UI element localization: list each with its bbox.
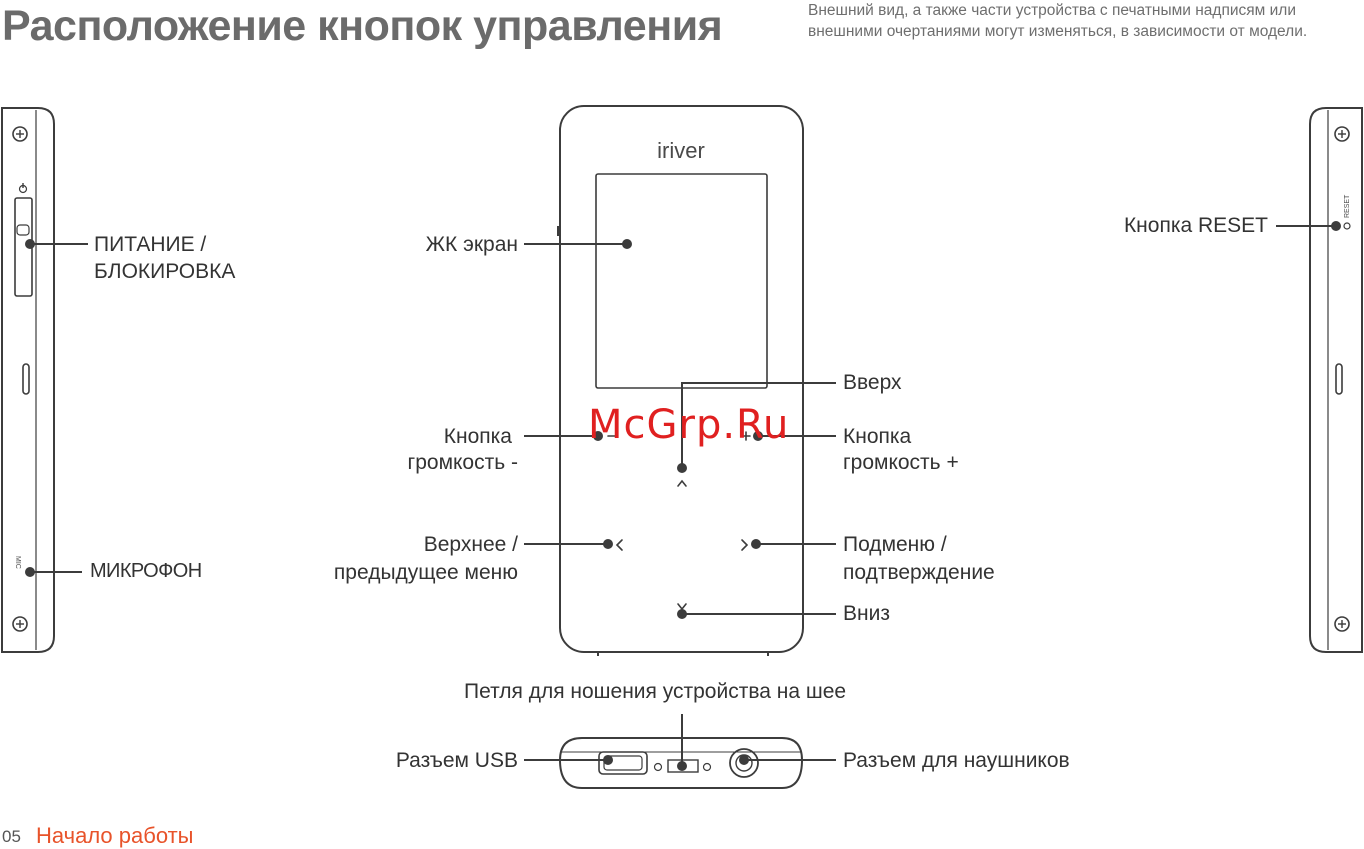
reset-hole — [1343, 222, 1351, 230]
vol-minus-label-2: громкость - — [407, 451, 518, 474]
reset-side-text: RESET — [1344, 194, 1351, 218]
page-title: Расположение кнопок управления — [2, 2, 723, 50]
strap-label: Петля для ношения устройства на шее — [464, 680, 847, 703]
screw-icon — [1334, 126, 1350, 142]
mic-side-text: MIC — [14, 556, 21, 569]
page-number: 05 — [2, 827, 21, 846]
back-label-1: Верхнее / — [423, 533, 518, 556]
submenu-label-1: Подменю / — [843, 533, 947, 556]
lcd-screen — [595, 173, 768, 389]
power-lock-label-1: ПИТАНИЕ / — [94, 233, 207, 256]
reset-label: Кнопка RESET — [1123, 214, 1268, 237]
up-label: Вверх — [843, 371, 902, 394]
up-arrow-icon — [677, 479, 687, 487]
left-side-slot — [22, 363, 30, 395]
watermark: McGrp.Ru — [588, 402, 790, 448]
right-side-body — [1309, 107, 1363, 653]
right-side-slot — [1335, 363, 1343, 395]
model-note: Внешний вид, а также части устройства с … — [808, 2, 1308, 40]
usb-port — [598, 751, 648, 775]
section-title: Начало работы — [36, 823, 194, 848]
left-side-body — [1, 107, 55, 653]
submenu-label-2: подтверждение — [843, 561, 995, 584]
left-arrow-icon — [615, 539, 623, 551]
lcd-label: ЖК экран — [425, 233, 518, 256]
down-label: Вниз — [843, 602, 890, 625]
usb-label: Разъем USB — [395, 749, 518, 772]
brand-logo: iriver — [657, 138, 705, 163]
screw-icon — [12, 616, 28, 632]
back-label-2: предыдущее меню — [333, 561, 518, 584]
down-arrow-icon — [677, 603, 687, 611]
screw-icon — [12, 126, 28, 142]
headphone-jack — [729, 748, 759, 778]
headphones-label: Разъем для наушников — [843, 749, 1070, 772]
power-lock-label-2: БЛОКИРОВКА — [94, 260, 236, 283]
vol-plus-label-1: Кнопка — [843, 425, 912, 448]
microphone-label: МИКРОФОН — [90, 560, 202, 582]
vol-minus-label-1: Кнопка — [443, 425, 512, 448]
vol-plus-label-2: громкость + — [843, 451, 959, 474]
right-arrow-icon — [741, 539, 749, 551]
device-front — [559, 105, 804, 653]
screw-icon — [1334, 616, 1350, 632]
